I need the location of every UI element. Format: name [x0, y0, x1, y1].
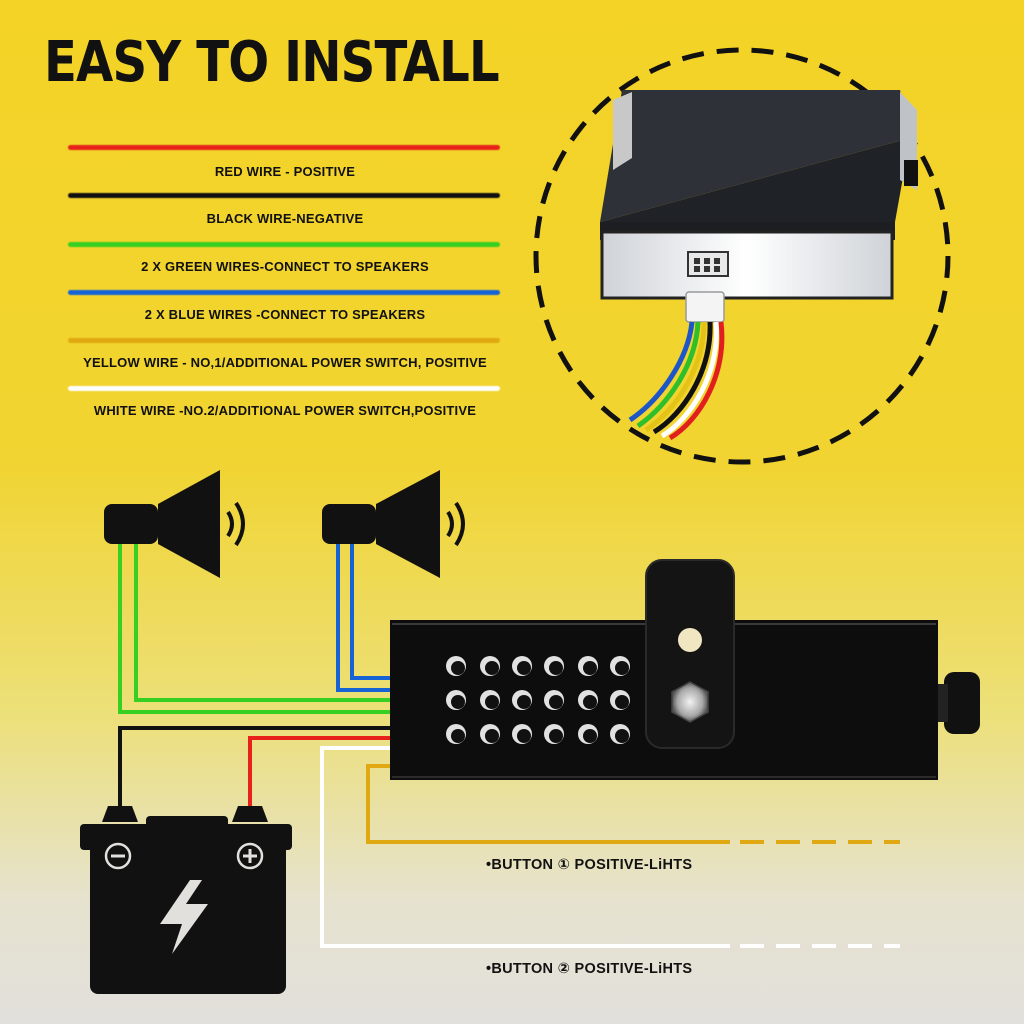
amplifier-box [390, 559, 980, 780]
wires [118, 544, 900, 948]
speaker-left-icon [104, 470, 245, 578]
battery-icon [80, 806, 292, 994]
legend-line-green [68, 242, 500, 247]
legend-label-black: BLACK WIRE-NEGATIVE [206, 211, 364, 226]
legend-line-blue [68, 290, 500, 295]
legend-label-green: 2 X GREEN WIRES-CONNECT TO SPEAKERS [141, 259, 429, 274]
legend-line-white [68, 386, 500, 391]
button-1-label: •BUTTON ① POSITIVE-LiHTS [486, 857, 693, 873]
legend-line-black [68, 193, 500, 198]
page-title: EASY TO INSTALL [44, 30, 500, 95]
connector-closeup [533, 47, 951, 465]
legend-label-red: RED WIRE - POSITIVE [214, 164, 356, 179]
button-2-label: •BUTTON ② POSITIVE-LiHTS [486, 961, 693, 977]
legend-label-white: WHITE WIRE -NO.2/ADDITIONAL POWER SWITCH… [93, 403, 477, 418]
legend-label-blue: 2 X BLUE WIRES -CONNECT TO SPEAKERS [144, 307, 426, 322]
legend-label-yellow: YELLOW WIRE - NO,1/ADDITIONAL POWER SWIT… [83, 355, 487, 370]
speaker-right-icon [322, 470, 465, 578]
legend-line-yellow [68, 338, 500, 343]
legend-line-red [68, 145, 500, 150]
